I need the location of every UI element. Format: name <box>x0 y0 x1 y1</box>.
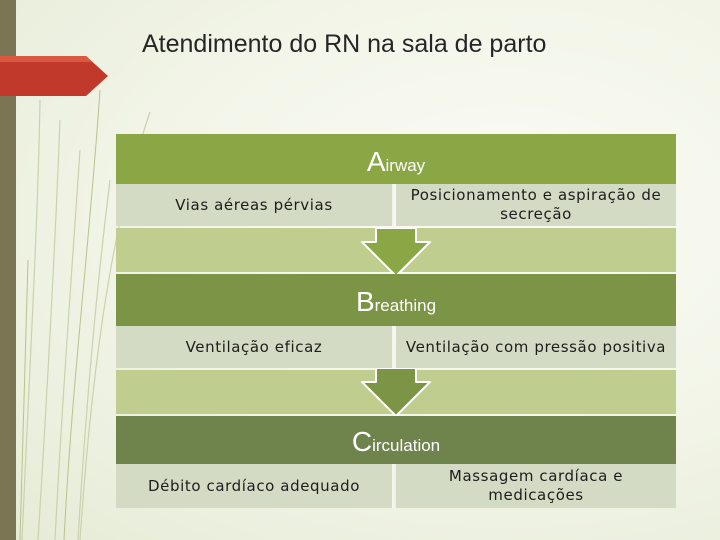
accent-tab <box>0 56 108 96</box>
down-arrow-icon <box>360 228 432 278</box>
band-airway: Airway <box>116 134 676 184</box>
cell-airway-right: Posicionamento e aspiração de secreção <box>396 184 676 226</box>
cell-breathing-left: Ventilação eficaz <box>116 326 394 368</box>
row-circulation: Débito cardíaco adequado Massagem cardía… <box>116 464 676 508</box>
band-circulation-rest: irculation <box>372 436 440 455</box>
row-breathing: Ventilação eficaz Ventilação com pressão… <box>116 326 676 368</box>
cell-circulation-right: Massagem cardíaca e medicações <box>396 464 676 508</box>
down-arrow-icon <box>360 368 432 418</box>
page-title: Atendimento do RN na sala de parto <box>142 30 546 59</box>
band-breathing-header: Breathing <box>116 286 676 318</box>
band-airway-rest: irway <box>386 156 426 175</box>
cell-circulation-left: Débito cardíaco adequado <box>116 464 394 508</box>
band-circulation: Circulation <box>116 416 676 464</box>
row-airway: Vias aéreas pérvias Posicionamento e asp… <box>116 184 676 226</box>
band-airway-header: Airway <box>116 146 676 178</box>
band-circulation-initial: C <box>352 426 372 457</box>
band-breathing-rest: reathing <box>375 296 436 315</box>
band-breathing: Breathing <box>116 274 676 326</box>
band-airway-initial: A <box>367 146 386 177</box>
band-breathing-initial: B <box>356 286 375 317</box>
band-circulation-header: Circulation <box>116 426 676 458</box>
cell-airway-left: Vias aéreas pérvias <box>116 184 394 226</box>
cell-breathing-right: Ventilação com pressão positiva <box>396 326 676 368</box>
